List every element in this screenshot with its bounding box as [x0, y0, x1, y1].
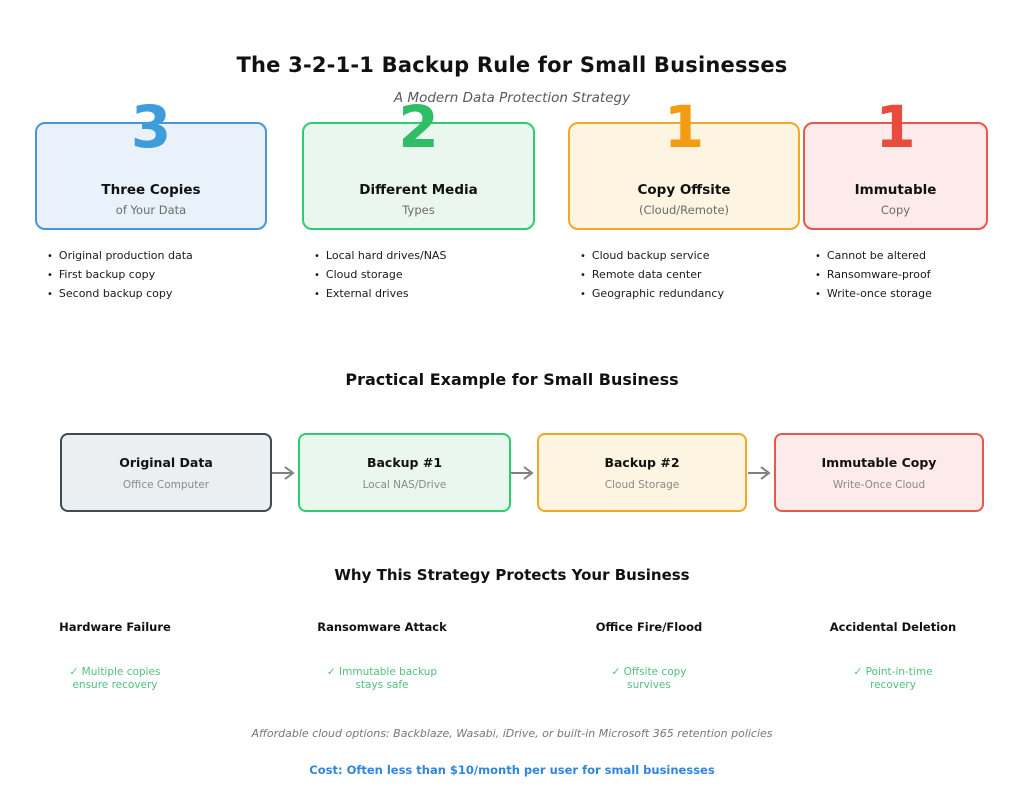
why-column-hardware-failure: Hardware Failure ✓ Multiple copies ensur… [25, 620, 205, 691]
bullet-item: Geographic redundancy [580, 285, 800, 304]
rule-column-copy-offsite: 1 Copy Offsite (Cloud/Remote) Cloud back… [568, 98, 800, 304]
rule-bullet-list: Cloud backup service Remote data center … [568, 247, 800, 304]
risk-title: Ransomware Attack [317, 620, 447, 634]
rule-card-title: Copy Offsite [637, 182, 731, 198]
flow-box-title: Backup #2 [604, 454, 680, 470]
flow-box-subtitle: Cloud Storage [604, 478, 680, 491]
flow-box-backup-2: Backup #2 Cloud Storage [537, 433, 747, 512]
rule-bullet-list: Original production data First backup co… [35, 247, 267, 304]
flow-box-immutable-copy: Immutable Copy Write-Once Cloud [774, 433, 984, 512]
flow-box-title: Backup #1 [366, 454, 443, 470]
bullet-item: Cloud backup service [580, 247, 800, 266]
rule-number: 1 [875, 93, 916, 161]
bullet-item: External drives [314, 285, 535, 304]
risk-title: Accidental Deletion [829, 620, 957, 634]
flow-box-subtitle: Write-Once Cloud [832, 478, 926, 491]
cost-note: Cost: Often less than $10/month per user… [309, 763, 715, 777]
rule-card-title: Different Media [359, 182, 478, 198]
why-column-ransomware-attack: Ransomware Attack ✓ Immutable backup sta… [292, 620, 472, 691]
why-column-office-fire-flood: Office Fire/Flood ✓ Offsite copy survive… [559, 620, 739, 691]
rule-card-title: Three Copies [101, 182, 201, 198]
arrow-right-icon [511, 465, 538, 485]
risk-title: Office Fire/Flood [595, 620, 703, 634]
rule-card-immutable: 1 Immutable Copy [803, 98, 988, 230]
bullet-item: Second backup copy [47, 285, 267, 304]
rule-bullet-list: Cannot be altered Ransomware-proof Write… [803, 247, 988, 304]
bullet-item: Cloud storage [314, 266, 535, 285]
bullet-item: Local hard drives/NAS [314, 247, 535, 266]
rule-card-subtitle: Copy [880, 203, 911, 217]
benefit-text: ✓ Multiple copies ensure recovery [69, 666, 161, 691]
flow-box-backup-1: Backup #1 Local NAS/Drive [298, 433, 511, 512]
rule-column-immutable: 1 Immutable Copy Cannot be altered Ranso… [803, 98, 988, 304]
example-section-title: Practical Example for Small Business [345, 370, 679, 389]
rule-card-copy-offsite: 1 Copy Offsite (Cloud/Remote) [568, 98, 800, 230]
page-title: The 3-2-1-1 Backup Rule for Small Busine… [236, 53, 788, 77]
why-column-accidental-deletion: Accidental Deletion ✓ Point-in-time reco… [803, 620, 983, 691]
rule-bullet-list: Local hard drives/NAS Cloud storage Exte… [302, 247, 535, 304]
page-subtitle: A Modern Data Protection Strategy [393, 90, 631, 106]
arrow-right-icon [748, 465, 775, 485]
arrow-right-icon [272, 465, 299, 485]
flow-box-title: Immutable Copy [821, 454, 937, 470]
rule-card-subtitle: Types [402, 203, 435, 217]
rule-column-different-media: 2 Different Media Types Local hard drive… [302, 98, 535, 304]
benefit-text: ✓ Point-in-time recovery [853, 666, 933, 691]
cloud-options-note: Affordable cloud options: Backblaze, Was… [251, 727, 773, 740]
why-section-title: Why This Strategy Protects Your Business [334, 566, 690, 584]
bullet-item: First backup copy [47, 266, 267, 285]
benefit-text: ✓ Offsite copy survives [611, 666, 687, 691]
rule-card-three-copies: 3 Three Copies of Your Data [35, 98, 267, 230]
rule-column-three-copies: 3 Three Copies of Your Data Original pro… [35, 98, 267, 304]
bullet-item: Write-once storage [815, 285, 988, 304]
rule-number: 2 [398, 93, 439, 161]
rule-card-subtitle: (Cloud/Remote) [638, 203, 730, 217]
rule-number: 3 [130, 93, 172, 161]
bullet-item: Cannot be altered [815, 247, 988, 266]
benefit-text: ✓ Immutable backup stays safe [326, 666, 438, 691]
risk-title: Hardware Failure [59, 620, 171, 634]
rule-number: 1 [663, 93, 705, 161]
rule-card-subtitle: of Your Data [115, 203, 187, 217]
flow-box-original-data: Original Data Office Computer [60, 433, 272, 512]
flow-box-title: Original Data [119, 454, 213, 470]
flow-box-subtitle: Local NAS/Drive [362, 478, 447, 491]
bullet-item: Remote data center [580, 266, 800, 285]
rule-card-different-media: 2 Different Media Types [302, 98, 535, 230]
flow-box-subtitle: Office Computer [122, 478, 210, 491]
bullet-item: Ransomware-proof [815, 266, 988, 285]
bullet-item: Original production data [47, 247, 267, 266]
rule-card-title: Immutable [854, 182, 937, 198]
